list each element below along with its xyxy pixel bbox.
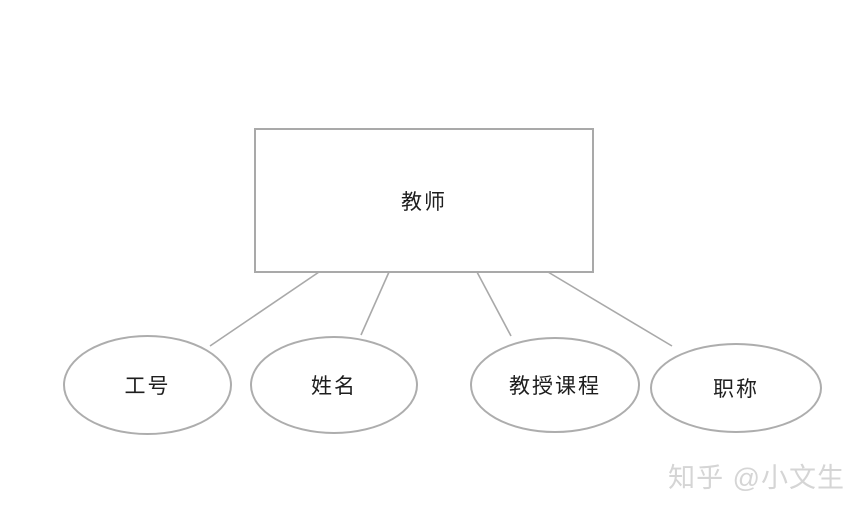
attribute-title-label: 职称 [713, 378, 759, 401]
entity-teacher: 教师 [254, 128, 594, 273]
attribute-title: 职称 [650, 343, 822, 433]
attribute-name: 姓名 [250, 336, 418, 434]
connector-teacher-courses-taught [476, 271, 512, 337]
entity-teacher-label: 教师 [401, 190, 447, 214]
attribute-courses-taught: 教授课程 [470, 337, 640, 433]
connector-teacher-title [547, 271, 673, 347]
attribute-name-label: 姓名 [311, 375, 357, 398]
connector-teacher-employee-id [209, 271, 320, 347]
attribute-courses-taught-label: 教授课程 [509, 375, 601, 398]
attribute-employee-id: 工号 [63, 335, 232, 435]
watermark: 知乎 @小文生 [668, 463, 845, 493]
attribute-employee-id-label: 工号 [124, 375, 171, 398]
connector-teacher-name [360, 271, 390, 336]
